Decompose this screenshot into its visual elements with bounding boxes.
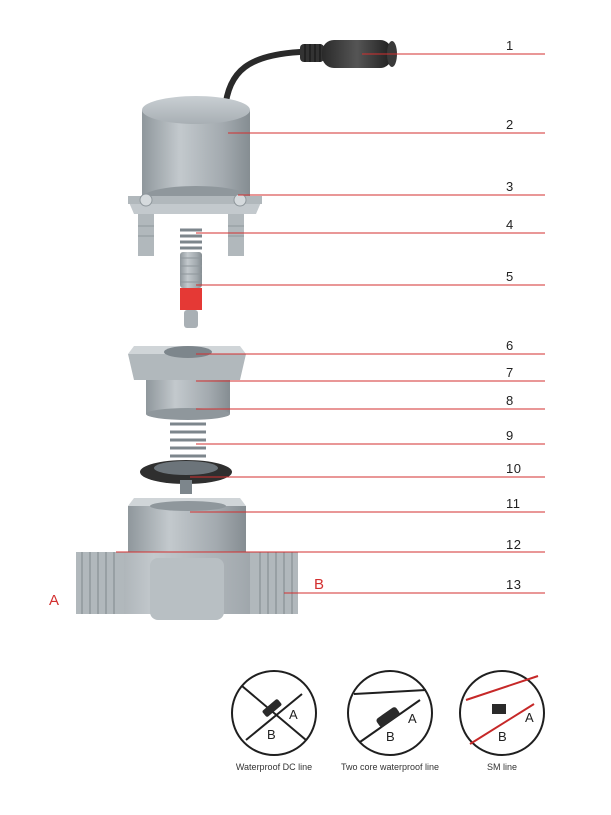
- part-3-bracket: [128, 193, 262, 256]
- callout-3: 3: [506, 179, 514, 194]
- caption-two-core: Two core waterproof line: [340, 762, 440, 772]
- callout-5: 5: [506, 269, 514, 284]
- part-11-12-13-valve-body: [76, 498, 298, 620]
- callout-7: 7: [506, 365, 514, 380]
- callout-9: 9: [506, 428, 514, 443]
- part-5-plunger: [180, 252, 202, 328]
- caption-sm-line: SM line: [486, 762, 517, 772]
- callout-4: 4: [506, 217, 514, 232]
- inset3-label-a: A: [525, 710, 535, 725]
- callout-6: 6: [506, 338, 514, 353]
- callout-11: 11: [506, 496, 521, 511]
- connector-inset-2: [347, 670, 433, 756]
- port-label-b: B: [314, 576, 325, 593]
- part-4-small-spring: [180, 228, 202, 250]
- part-2-coil-housing: [142, 96, 250, 210]
- callout-8: 8: [506, 393, 514, 408]
- part-10-diaphragm: [140, 460, 232, 494]
- part-9-spring: [170, 422, 206, 458]
- caption-waterproof-dc: Waterproof DC line: [235, 762, 313, 772]
- part-1-cable-connector: [222, 40, 397, 113]
- callout-2: 2: [506, 117, 514, 132]
- callout-1: 1: [506, 38, 514, 53]
- callout-13: 13: [506, 577, 522, 592]
- callout-10: 10: [506, 461, 522, 476]
- callout-12: 12: [506, 537, 522, 552]
- inset1-label-b: B: [267, 727, 277, 742]
- inset2-label-a: A: [408, 711, 418, 726]
- cable-strain-relief: [300, 44, 324, 62]
- connector-inset-1: [231, 670, 317, 756]
- leader-lines: [116, 53, 545, 594]
- inset3-label-b: B: [498, 729, 508, 744]
- inset2-label-b: B: [386, 729, 396, 744]
- inset1-label-a: A: [289, 707, 299, 722]
- port-label-a: A: [49, 592, 60, 609]
- connector-inset-3: [459, 670, 545, 756]
- part-6-7-8-bonnet: [128, 346, 246, 420]
